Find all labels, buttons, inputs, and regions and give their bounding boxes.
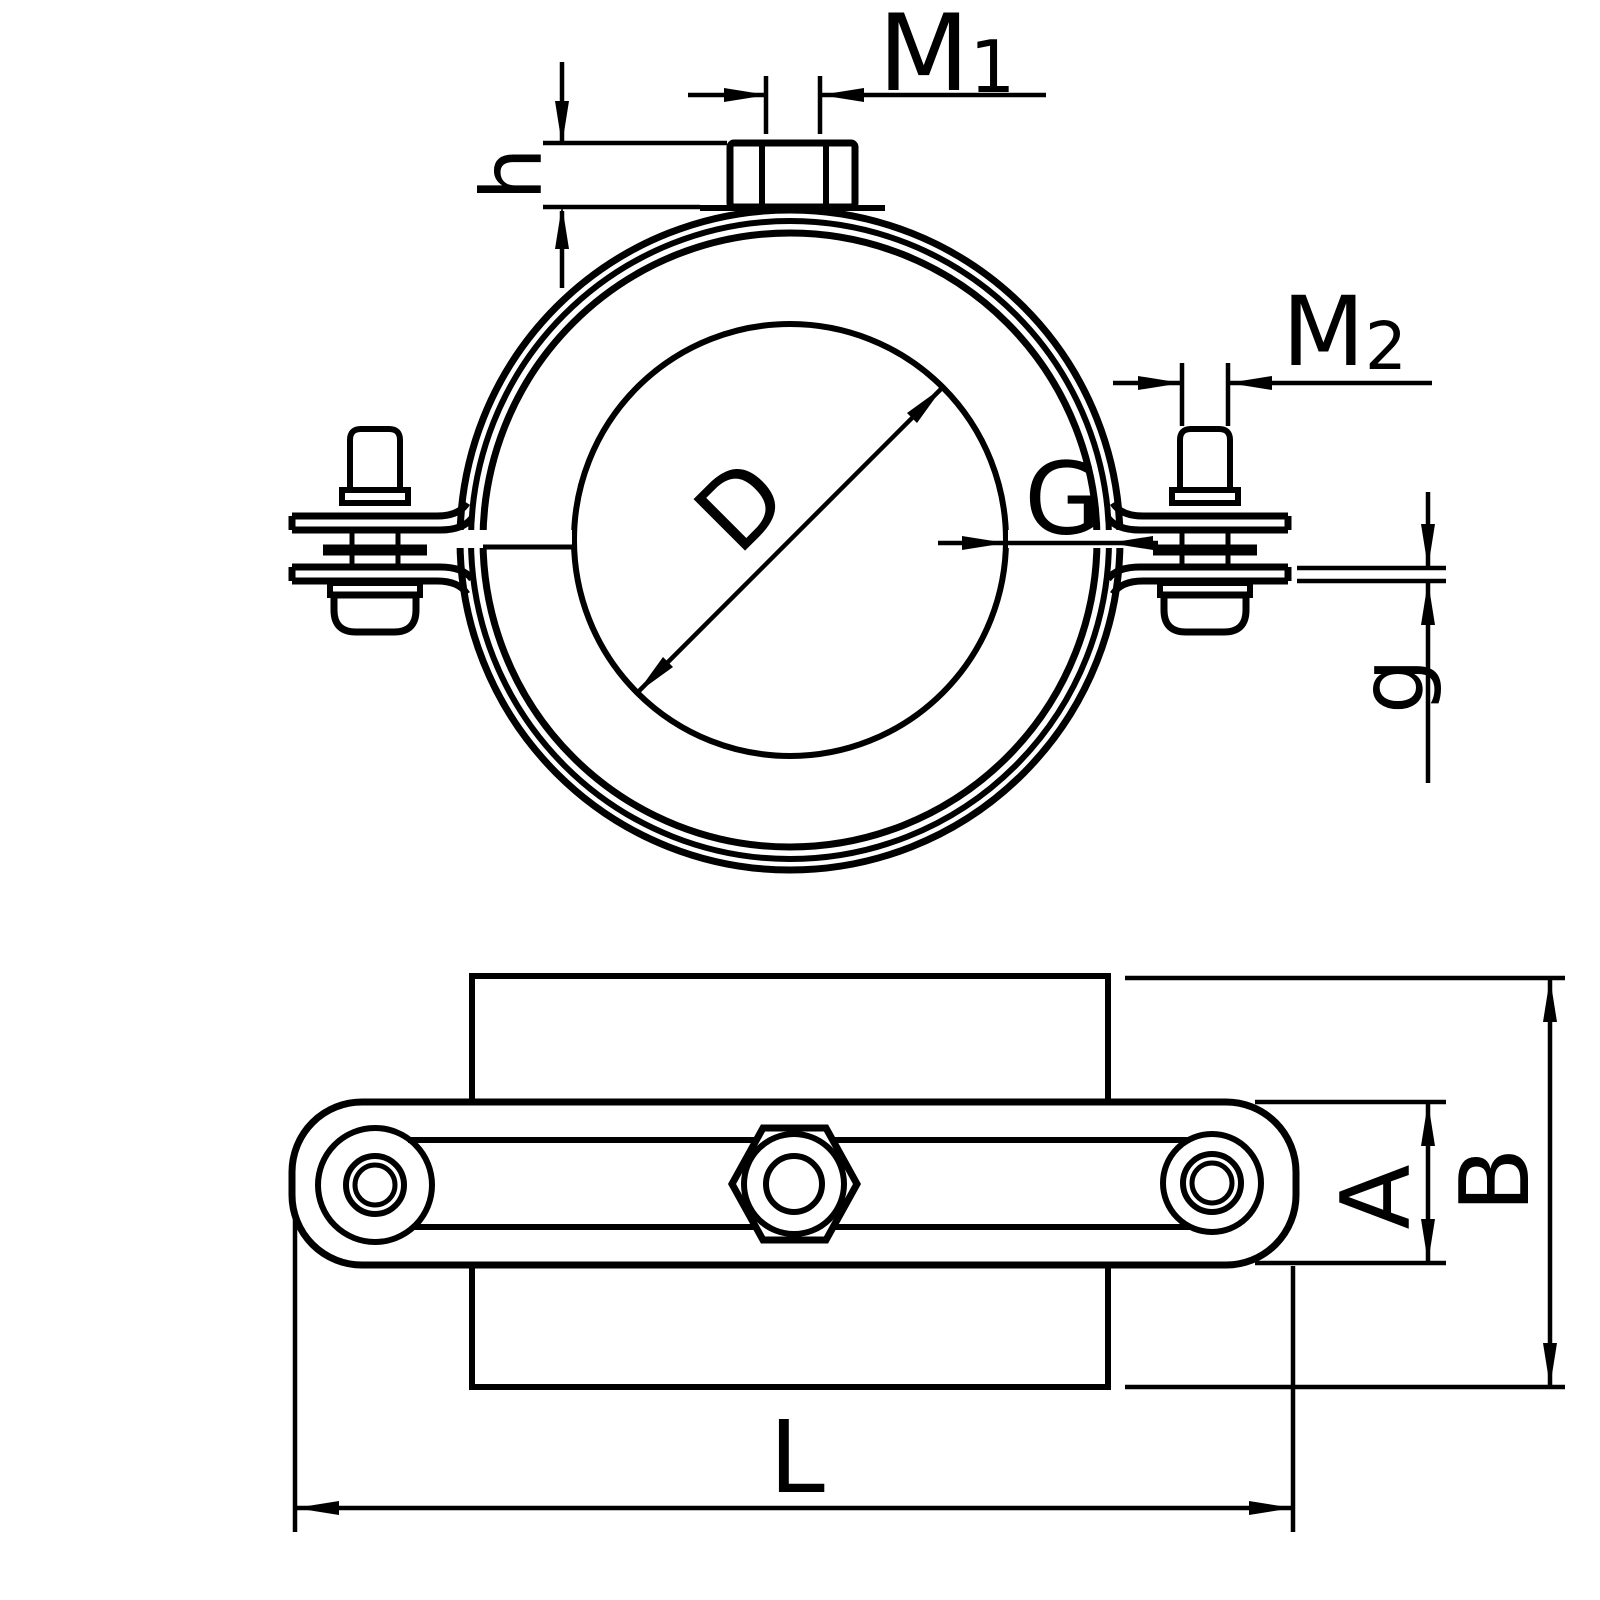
lower-flange-bottom-edge [1110, 577, 1288, 597]
arrowhead [1543, 1343, 1557, 1387]
dim-label-g-lower: g [1341, 658, 1444, 714]
strap-hole-right-outer [1180, 1151, 1244, 1215]
dim-label-l: L [769, 1399, 825, 1516]
front-view: M1 h M2 D [288, 0, 1446, 874]
hex-nut-hole [763, 1153, 825, 1215]
right-flange-assembly [1105, 426, 1292, 636]
arrowhead [1249, 1501, 1293, 1515]
arrowhead [1421, 1102, 1435, 1146]
lower-flange-top-edge [1105, 563, 1288, 582]
clamp-nut-bottom [330, 591, 420, 636]
clamp-nut-bottom [1160, 591, 1250, 636]
dim-label-b: B [1441, 1147, 1551, 1212]
arrowhead [555, 205, 569, 249]
clamp-screw-top [347, 426, 403, 495]
dim-label-m1-base: M [878, 0, 969, 115]
dim-g-upper: G [938, 441, 1158, 558]
dim-g-lower: g [1297, 492, 1446, 783]
dim-label-d: D [672, 437, 809, 574]
dim-h: h [463, 62, 727, 288]
dim-label-m2-sub: 2 [1365, 308, 1407, 385]
arrowhead [1228, 376, 1272, 390]
dim-label-m1-sub: 1 [969, 25, 1015, 109]
upper-flange-bottom-edge [1105, 515, 1288, 534]
dim-m1: M1 [688, 0, 1046, 134]
dim-label-m2-base: M [1282, 276, 1365, 388]
arrowhead [1543, 978, 1557, 1022]
screw-washer-top [1169, 487, 1241, 506]
dim-label-g-upper: G [1024, 441, 1102, 558]
lower-flange-bottom-edge [292, 577, 470, 597]
arrowhead [962, 536, 1006, 550]
dim-label-m1: M1 [878, 0, 1015, 115]
strap-hole-left-inner [352, 1162, 398, 1208]
hex-nut-outline [727, 1124, 862, 1244]
hex-nut-washer-circle [741, 1131, 847, 1237]
top-weld-nut [700, 139, 885, 211]
dim-b: B [1125, 975, 1565, 1390]
dim-d: D [635, 385, 945, 695]
dim-label-h: h [463, 147, 561, 200]
lower-flange-top-edge [292, 563, 475, 582]
arrowhead [637, 657, 673, 693]
center-hex-nut [727, 1124, 862, 1244]
arrowhead [907, 387, 943, 423]
arrowhead [1421, 1219, 1435, 1263]
upper-flange-top-edge [1110, 500, 1288, 520]
arrowhead [1421, 524, 1435, 568]
upper-flange-top-edge [292, 500, 470, 520]
upper-flange-bottom-edge [292, 515, 475, 534]
strap-hole-left-outer [343, 1153, 407, 1217]
arrowhead [295, 1501, 339, 1515]
dim-a: A [1255, 1099, 1446, 1266]
arrowhead [1138, 376, 1182, 390]
strap-end-boss-right [1160, 1131, 1264, 1235]
clamp-screw-top [1177, 426, 1233, 495]
dim-l: L [292, 1213, 1296, 1532]
split-gap-left [452, 530, 572, 548]
dim-label-a: A [1322, 1165, 1432, 1230]
dimension-line [635, 385, 945, 695]
clamp-bore-circle [571, 321, 1009, 759]
arrowhead [820, 88, 864, 102]
dim-m2: M2 [1113, 276, 1432, 426]
arrowhead [1421, 581, 1435, 625]
weld-nut-body [726, 139, 859, 211]
strap-end-boss-left [315, 1125, 435, 1245]
dim-label-m2: M2 [1282, 276, 1407, 388]
arrowhead [1109, 536, 1153, 550]
left-flange-assembly [288, 426, 475, 636]
arrowhead [724, 88, 768, 102]
arrowhead [555, 101, 569, 145]
screw-washer-top [339, 487, 411, 506]
side-view: A B L [288, 973, 1565, 1532]
strap-hole-right-inner [1189, 1160, 1235, 1206]
